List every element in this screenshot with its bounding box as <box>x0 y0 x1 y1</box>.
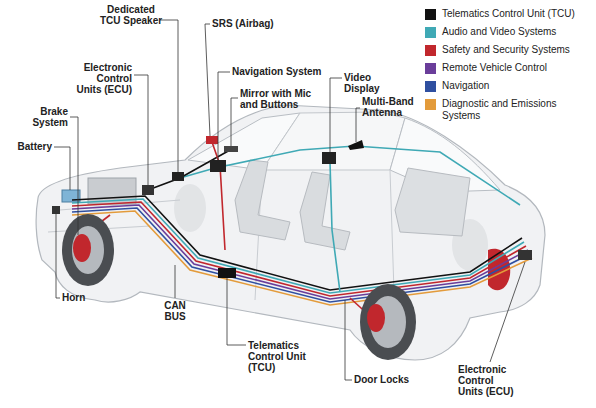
horn-symbol <box>52 206 60 214</box>
legend-text: Navigation <box>442 80 592 92</box>
brake-disc <box>73 234 91 262</box>
legend-text: Telematics Control Unit (TCU) <box>442 8 592 20</box>
legend-text: Remote Vehicle Control <box>442 62 592 74</box>
legend-text: Safety and Security Systems <box>442 44 592 56</box>
callout-label: Brake System <box>26 106 68 128</box>
door-lock-symbol <box>367 304 385 332</box>
legend-swatch <box>425 45 436 56</box>
callout-label: Telematics Control Unit (TCU) <box>248 340 314 373</box>
wiring-harness <box>72 142 532 318</box>
legend-swatch <box>425 99 436 110</box>
ecu-box <box>142 185 154 195</box>
callout-label: Multi-Band Antenna <box>362 96 422 118</box>
mirror-symbol <box>224 146 238 152</box>
airbag-symbol <box>206 136 218 144</box>
ecu-box <box>518 250 532 260</box>
front-seat <box>300 172 350 250</box>
rear-wheel <box>360 284 416 360</box>
callout-label: Door Locks <box>354 374 426 385</box>
front-seat <box>235 160 290 240</box>
callout-label: Battery <box>6 141 52 152</box>
callout-label: Dedicated TCU Speaker <box>98 4 164 26</box>
callout-label: Mirror with Mic and Buttons <box>240 88 322 110</box>
tcu-box <box>218 268 236 278</box>
callout-label: Electronic Control Units (ECU) <box>458 364 520 397</box>
callout-label: Video Display <box>344 72 386 94</box>
rear-seat <box>395 168 470 236</box>
callout-label: Navigation System <box>232 66 332 77</box>
video-display <box>322 152 336 164</box>
speaker-symbol <box>172 172 184 181</box>
side-window <box>262 112 405 170</box>
callout-label: CAN BUS <box>156 300 194 322</box>
front-wheel <box>62 214 114 286</box>
callout-label: SRS (Airbag) <box>212 18 284 29</box>
legend-text: Diagnostic and Emissions Systems <box>442 98 592 122</box>
car-body <box>36 105 545 360</box>
leader-lines <box>54 20 525 380</box>
legend-swatch <box>425 27 436 38</box>
legend-swatch <box>425 63 436 74</box>
navigation-screen <box>210 160 226 172</box>
wheel-rim <box>72 226 104 274</box>
legend-text: Audio and Video Systems <box>442 26 592 38</box>
callout-label: Horn <box>62 292 96 303</box>
legend-swatch <box>425 81 436 92</box>
legend-swatch <box>425 9 436 20</box>
callout-label: Electronic Control Units (ECU) <box>70 62 132 95</box>
